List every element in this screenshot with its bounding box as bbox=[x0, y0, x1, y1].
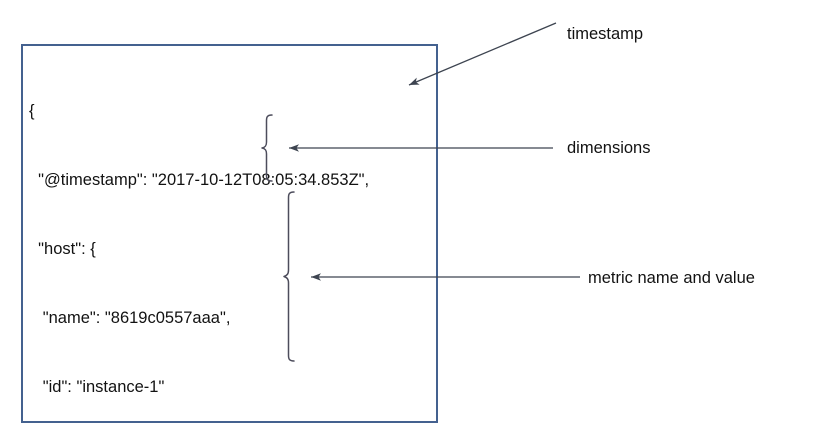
json-line-host-name: "name": "8619c0557aaa", bbox=[29, 309, 231, 327]
json-line: { bbox=[29, 102, 35, 120]
annotation-label-timestamp: timestamp bbox=[567, 25, 644, 43]
annotation-label-dimensions: dimensions bbox=[567, 139, 651, 157]
annotation-label-metric: metric name and value bbox=[588, 269, 755, 287]
json-line-host-id: "id": "instance-1" bbox=[29, 378, 165, 396]
json-document-panel bbox=[21, 44, 438, 423]
json-line-timestamp: "@timestamp": "2017-10-12T08:05:34.853Z"… bbox=[29, 171, 370, 189]
json-code-block: { "@timestamp": "2017-10-12T08:05:34.853… bbox=[29, 54, 429, 437]
json-line-host-open: "host": { bbox=[29, 240, 96, 258]
